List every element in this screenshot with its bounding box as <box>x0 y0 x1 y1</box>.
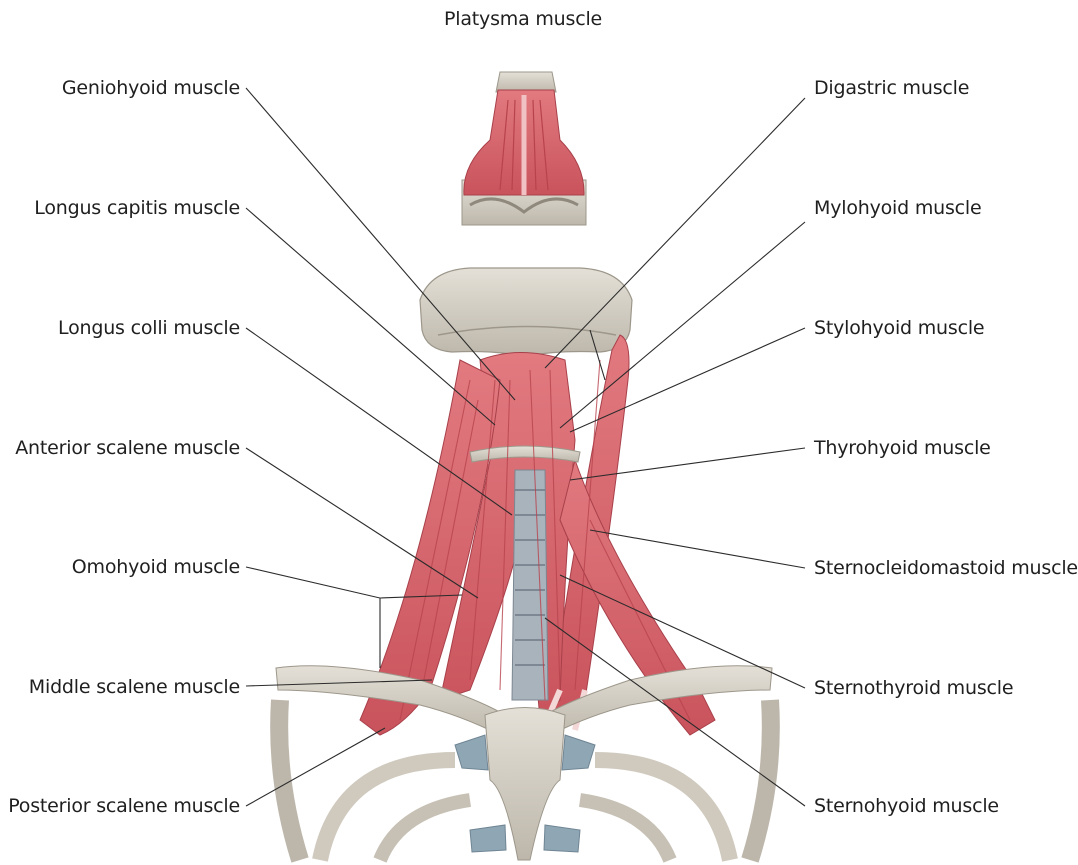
leader-sternocleidomastoid <box>590 530 805 568</box>
label-platysma: Platysma muscle <box>444 8 602 30</box>
label-middle-scalene: Middle scalene muscle <box>29 676 240 698</box>
leader-geniohyoid <box>246 88 515 400</box>
leader-digastric <box>545 98 805 368</box>
label-stylohyoid: Stylohyoid muscle <box>814 317 984 339</box>
mandible <box>420 268 632 356</box>
platysma-inset <box>462 72 586 225</box>
label-sternothyroid: Sternothyroid muscle <box>814 677 1013 699</box>
label-omohyoid: Omohyoid muscle <box>72 556 240 578</box>
label-sternohyoid: Sternohyoid muscle <box>814 795 999 817</box>
label-thyrohyoid: Thyrohyoid muscle <box>814 437 991 459</box>
label-geniohyoid: Geniohyoid muscle <box>62 77 240 99</box>
label-longus-colli: Longus colli muscle <box>58 317 240 339</box>
label-mylohyoid: Mylohyoid muscle <box>814 197 982 219</box>
label-sternocleidomastoid: Sternocleidomastoid muscle <box>814 557 1078 579</box>
label-posterior-scalene: Posterior scalene muscle <box>8 795 240 817</box>
label-longus-capitis: Longus capitis muscle <box>34 197 240 219</box>
label-anterior-scalene: Anterior scalene muscle <box>15 437 240 459</box>
label-digastric: Digastric muscle <box>814 77 969 99</box>
